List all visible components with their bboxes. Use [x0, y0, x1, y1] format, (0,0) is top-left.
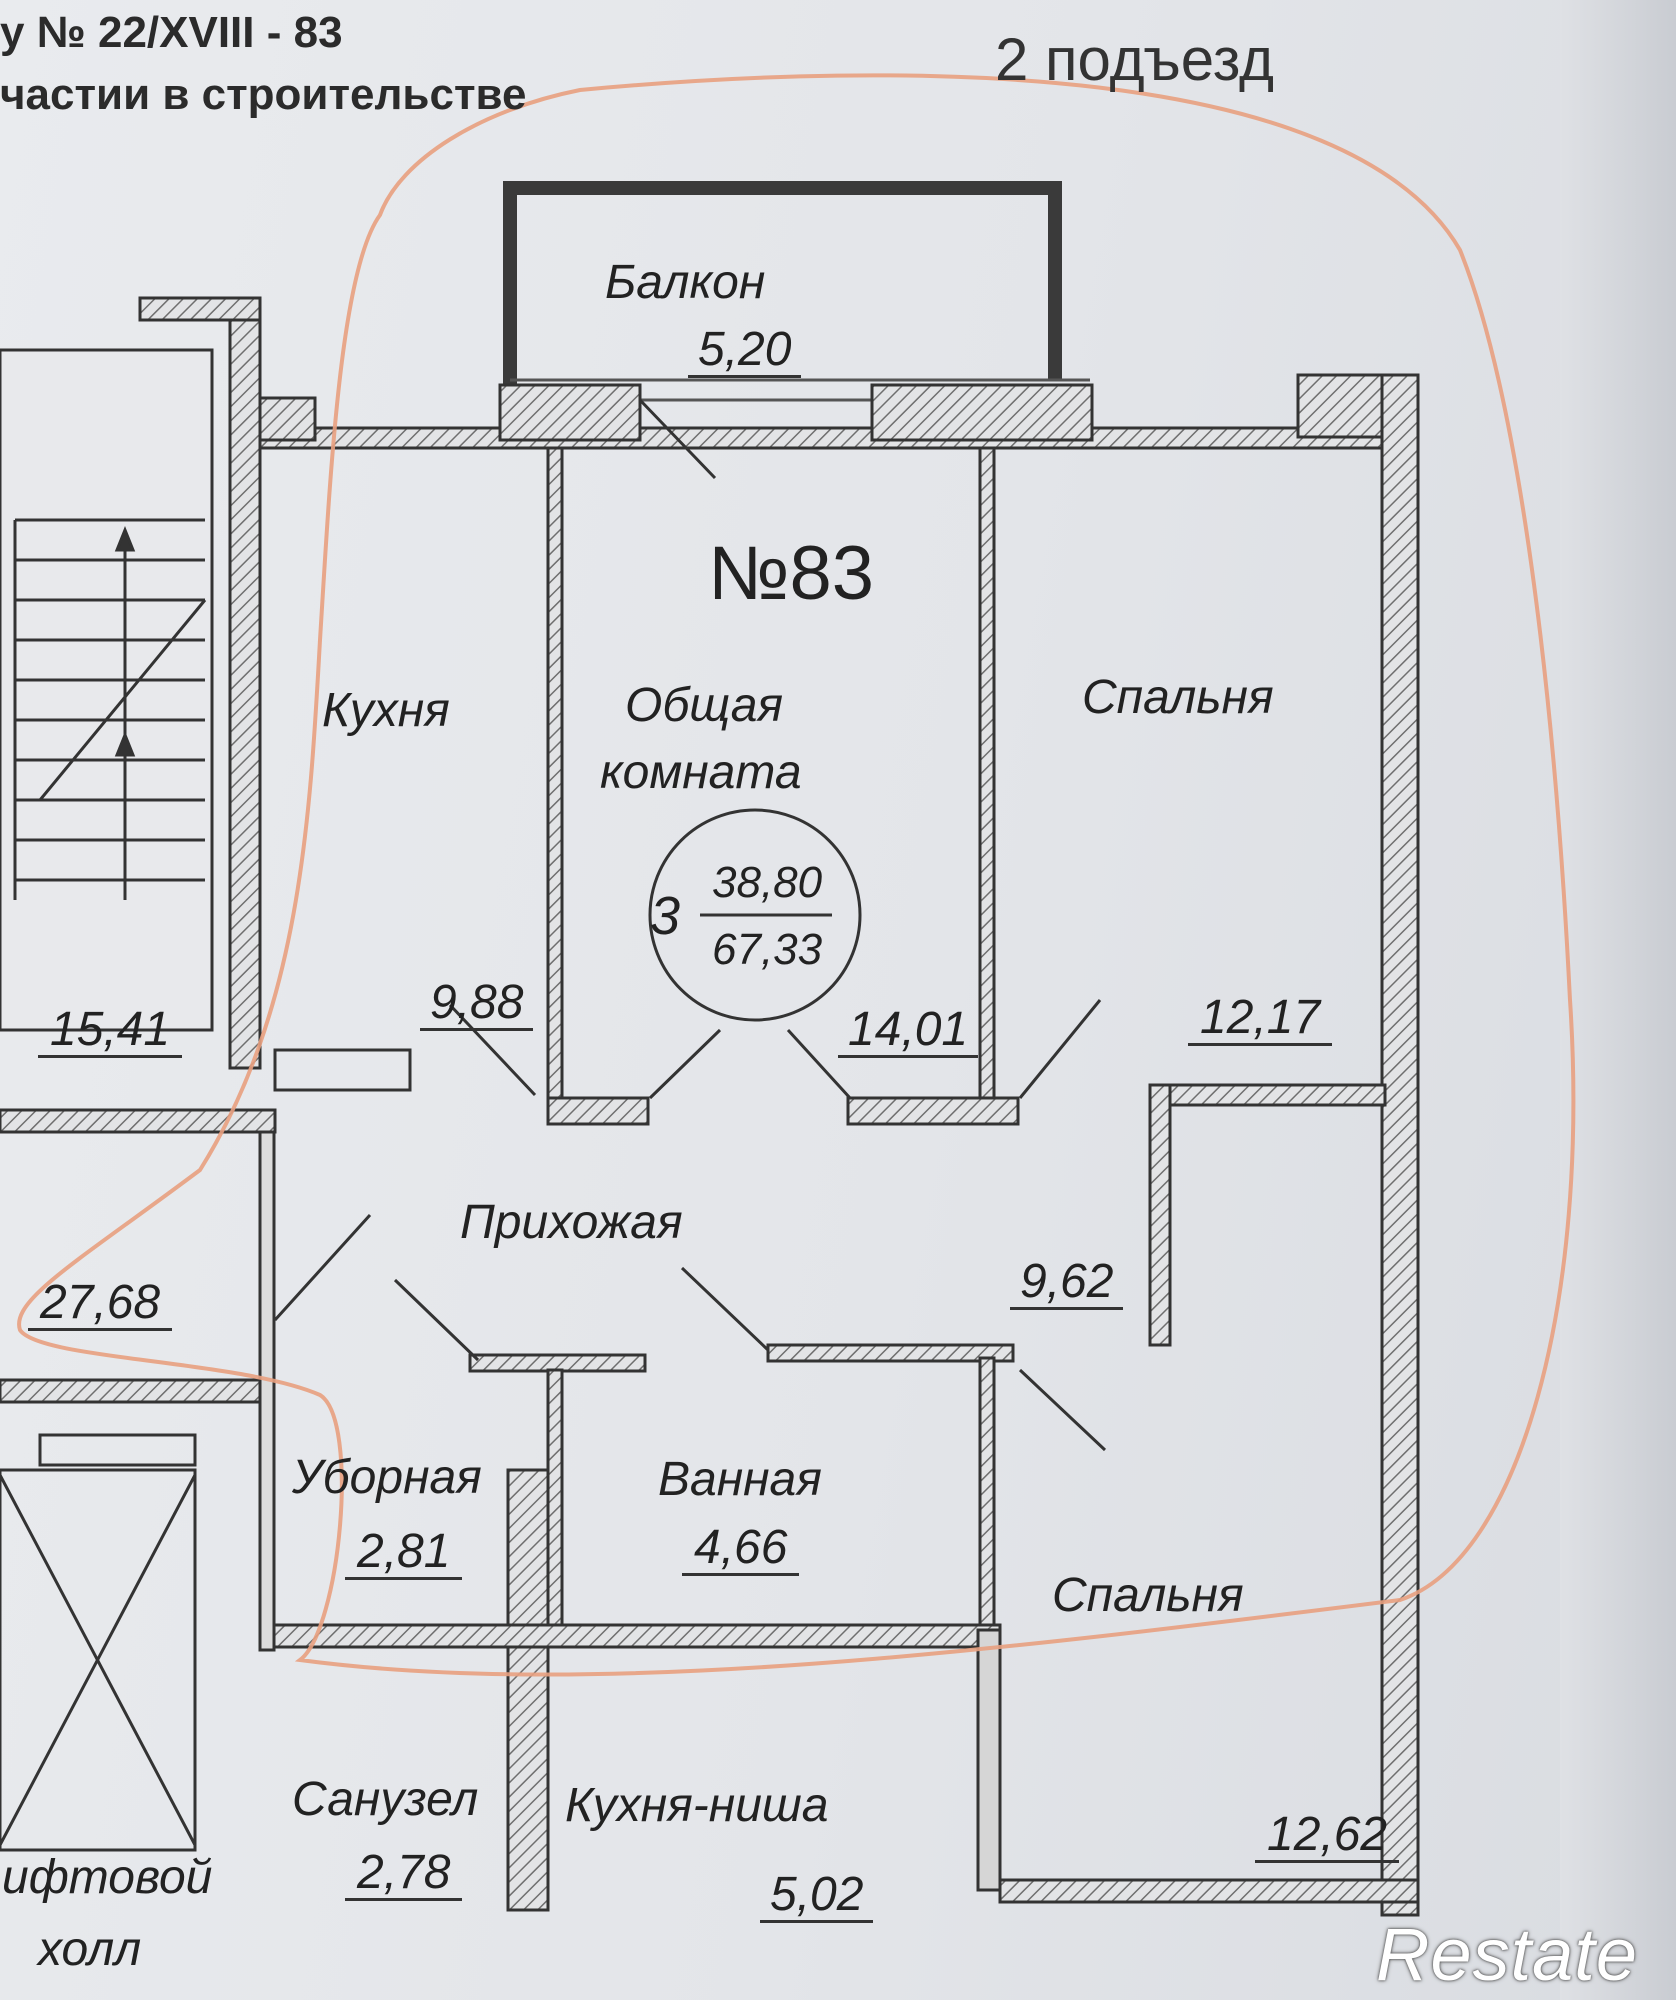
toilet-area: 2,81: [345, 1527, 463, 1580]
header-subtitle: частии в строительстве: [0, 70, 527, 119]
apartment-walls: [0, 296, 1420, 1917]
bedroom1-area: 12,17: [1188, 993, 1333, 1046]
balcony-name: Балкон: [605, 256, 766, 309]
restate-watermark: Restate: [1376, 1913, 1639, 1996]
total-area: 67,33: [712, 925, 823, 974]
neighbor-kitchen-niche-name: Кухня-ниша: [565, 1779, 829, 1832]
project-code: у № 22/XVIII - 83: [0, 8, 343, 57]
bathroom-area: 4,66: [682, 1523, 800, 1576]
elevator-shaft: [0, 1433, 197, 1852]
stairwell-area: 15,41: [38, 1005, 183, 1058]
corridor-area: 27,68: [28, 1278, 173, 1331]
rooms-count: 3: [650, 886, 681, 946]
toilet-name: Уборная: [292, 1451, 482, 1504]
kitchen-area: 9,88: [420, 978, 534, 1031]
bedroom2-area: 12,62: [1255, 1810, 1400, 1863]
bathroom-name: Ванная: [658, 1453, 822, 1506]
neighbor-bathroom-name: Санузел: [292, 1773, 479, 1826]
living-room-area: 14,01: [838, 1005, 979, 1058]
apartment-summary-circle: [648, 808, 862, 1022]
apartment-number: №83: [708, 531, 875, 616]
neighbor-bathroom-area: 2,78: [345, 1848, 463, 1901]
living-room-name-line1: Общая: [625, 679, 784, 732]
living-area: 38,80: [712, 858, 823, 907]
bedroom1-name: Спальня: [1082, 671, 1274, 724]
balcony-area: 5,20: [688, 325, 802, 378]
paper-edge: [1560, 0, 1676, 2000]
elevator-hall-line1: ифтовой: [2, 1851, 213, 1904]
hallway-area: 9,62: [1010, 1257, 1124, 1310]
entrance-label: 2 подъезд: [995, 26, 1275, 93]
hallway-name: Прихожая: [460, 1196, 683, 1249]
door-swings: [273, 398, 1107, 1452]
bedroom2-name: Спальня: [1052, 1569, 1244, 1622]
living-room-name-line2: комната: [600, 746, 802, 799]
neighbor-kitchen-niche-area: 5,02: [760, 1870, 874, 1923]
kitchen-name: Кухня: [322, 684, 450, 737]
elevator-hall-line2: холл: [38, 1923, 142, 1976]
stairwell: [0, 348, 214, 1032]
marker-outline: [17, 73, 1576, 1677]
